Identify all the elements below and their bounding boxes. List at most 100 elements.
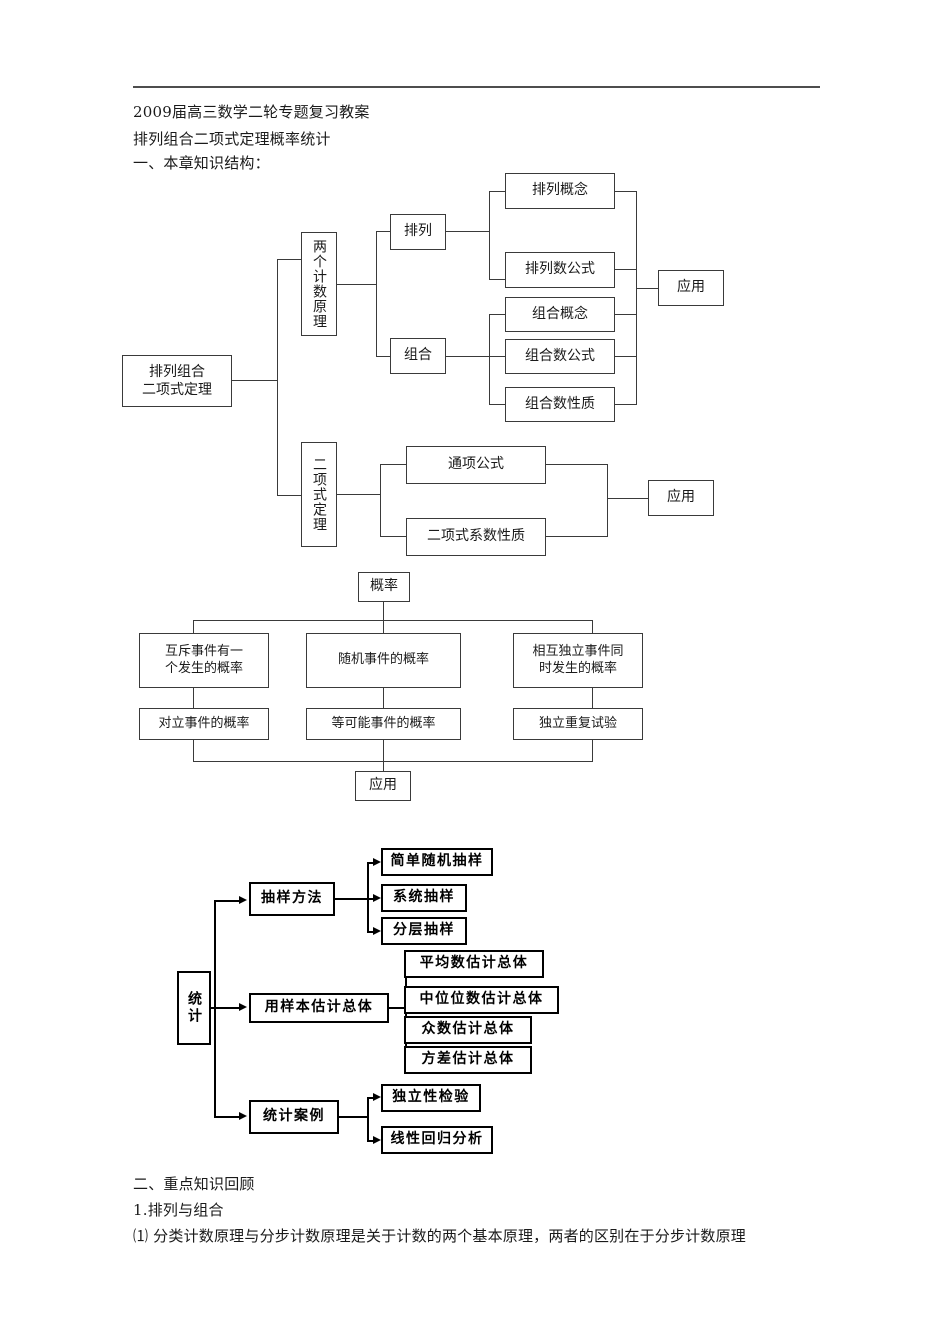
connector-to-general-term — [380, 464, 406, 466]
connector-bus-to-application — [636, 288, 658, 290]
connector-permutation-out — [446, 231, 490, 233]
node-systematic-sampling: 系统抽样 — [381, 884, 467, 912]
node-permutation-formula: 排列数公式 — [505, 252, 615, 288]
connector-to-perm-concept — [489, 191, 505, 193]
connector-comb-formula-right — [615, 356, 637, 358]
node-sampling-methods: 抽样方法 — [249, 882, 335, 916]
doc-subtitle-line: 排列组合二项式定理概率统计 — [133, 130, 331, 148]
connector-to-statistical-cases — [214, 1116, 242, 1118]
node-random-event-probability: 随机事件的概率 — [306, 633, 461, 688]
node-combination-property: 组合数性质 — [505, 387, 615, 422]
node-root-text: 排列组合二项式定理 — [142, 363, 212, 398]
connector-col3-bottom — [592, 740, 594, 762]
connector-to-independence-test — [367, 1097, 377, 1099]
connector-to-linear-regression — [367, 1140, 377, 1142]
connector-combination-split — [489, 314, 491, 405]
connector-sampling-split — [367, 862, 369, 933]
connector-root-out — [232, 380, 278, 382]
connector-coefficient-right — [546, 536, 608, 538]
arrow-to-simple-random-icon — [373, 858, 381, 866]
connector-counting-out — [337, 284, 377, 286]
node-variance-estimate-population: 方差估计总体 — [404, 1046, 532, 1074]
node-estimate-population-by-sample: 用样本估计总体 — [249, 993, 389, 1023]
connector-general-term-right — [546, 464, 608, 466]
node-independent-events-simultaneous: 相互独立事件同时发生的概率 — [513, 633, 643, 688]
arrow-to-sampling-methods-icon — [239, 896, 247, 904]
connector-to-comb-concept — [489, 314, 505, 316]
node-complementary-event-probability: 对立事件的概率 — [139, 708, 269, 740]
node-independence-test: 独立性检验 — [381, 1084, 481, 1112]
arrow-to-systematic-icon — [373, 894, 381, 902]
node-statistical-cases: 统计案例 — [249, 1100, 339, 1134]
connector-cases-out — [339, 1116, 369, 1118]
node-permutation: 排列 — [390, 214, 446, 250]
connector-to-binomial — [277, 495, 301, 497]
body-paragraph-1: ⑴ 分类计数原理与分步计数原理是关于计数的两个基本原理，两者的区别在于分步计数原… — [133, 1227, 746, 1245]
connector-to-permutation — [376, 231, 390, 233]
connector-to-comb-property — [489, 404, 505, 406]
connector-combination-out — [446, 356, 490, 358]
connector-to-coefficient-property — [380, 536, 406, 538]
connector-col3-mid — [592, 688, 594, 708]
node-mean-estimate-population: 平均数估计总体 — [404, 950, 544, 978]
arrow-to-statistical-cases-icon — [239, 1112, 247, 1120]
connector-to-estimate-population — [214, 1007, 242, 1009]
node-application-permutation: 应用 — [658, 270, 724, 306]
connector-perm-formula-right — [615, 269, 637, 271]
connector-to-comb-formula — [489, 356, 505, 358]
connector-to-counting-principle — [277, 259, 301, 261]
node-probability-root: 概率 — [358, 572, 410, 602]
connector-probability-bottom-bus — [193, 761, 593, 763]
connector-binomial-split — [380, 464, 382, 536]
node-linear-regression-analysis: 线性回归分析 — [381, 1126, 493, 1154]
connector-application-bus — [636, 191, 638, 405]
node-equally-likely-event-probability: 等可能事件的概率 — [306, 708, 461, 740]
connector-bottom-to-application — [383, 761, 385, 773]
doc-title-line: 2009届高三数学二轮专题复习教案 — [133, 103, 370, 121]
node-binomial-theorem: 二项式定理 — [301, 442, 337, 547]
connector-col1-bottom — [193, 740, 195, 762]
node-combination-concept: 组合概念 — [505, 297, 615, 332]
connector-comb-concept-right — [615, 314, 637, 316]
connector-col1-mid — [193, 688, 195, 708]
arrow-to-estimate-population-icon — [239, 1003, 247, 1011]
node-mutually-exclusive-probability: 互斥事件有一个发生的概率 — [139, 633, 269, 688]
header-rule — [133, 86, 820, 88]
connector-to-sampling-methods — [214, 900, 242, 902]
node-independent-repeated-trials: 独立重复试验 — [513, 708, 643, 740]
connector-permutation-split — [489, 191, 491, 280]
node-application-probability: 应用 — [355, 771, 411, 801]
node-binomial-coefficient-property: 二项式系数性质 — [406, 518, 546, 556]
connector-comb-property-right — [615, 404, 637, 406]
connector-to-combination — [376, 356, 390, 358]
node-median-estimate-population: 中位位数估计总体 — [404, 986, 559, 1014]
node-root-permutation-combination: 排列组合二项式定理 — [122, 355, 232, 407]
node-stratified-sampling: 分层抽样 — [381, 917, 467, 945]
arrow-to-independence-test-icon — [373, 1093, 381, 1101]
connector-bus-left-drop — [193, 620, 195, 638]
connector-to-stratified — [367, 931, 377, 933]
node-mutually-exclusive-text: 互斥事件有一个发生的概率 — [164, 643, 243, 676]
section-heading-two: 二、重点知识回顾 — [133, 1175, 255, 1193]
node-two-counting-principles: 两个计数原理 — [301, 232, 337, 336]
connector-bus-right-drop — [592, 620, 594, 638]
connector-counting-split — [376, 231, 378, 357]
connector-bus-to-binomial-application — [607, 498, 648, 500]
connector-cases-split — [367, 1097, 369, 1141]
node-combination-formula: 组合数公式 — [505, 339, 615, 374]
connector-estimate-out — [389, 1007, 407, 1009]
node-mode-estimate-population: 众数估计总体 — [404, 1016, 532, 1044]
arrow-to-stratified-icon — [373, 927, 381, 935]
connector-to-simple-random — [367, 862, 377, 864]
connector-root-trunk — [277, 259, 279, 496]
node-statistics-root: 统计 — [177, 971, 211, 1045]
node-simple-random-sampling: 简单随机抽样 — [381, 848, 493, 876]
node-independent-events-text: 相互独立事件同时发生的概率 — [532, 643, 624, 676]
connector-binomial-bus — [607, 464, 609, 537]
connector-col2-mid — [383, 688, 385, 708]
node-permutation-concept: 排列概念 — [505, 173, 615, 209]
connector-perm-concept-right — [615, 191, 637, 193]
node-general-term-formula: 通项公式 — [406, 446, 546, 484]
connector-sampling-out — [335, 898, 369, 900]
